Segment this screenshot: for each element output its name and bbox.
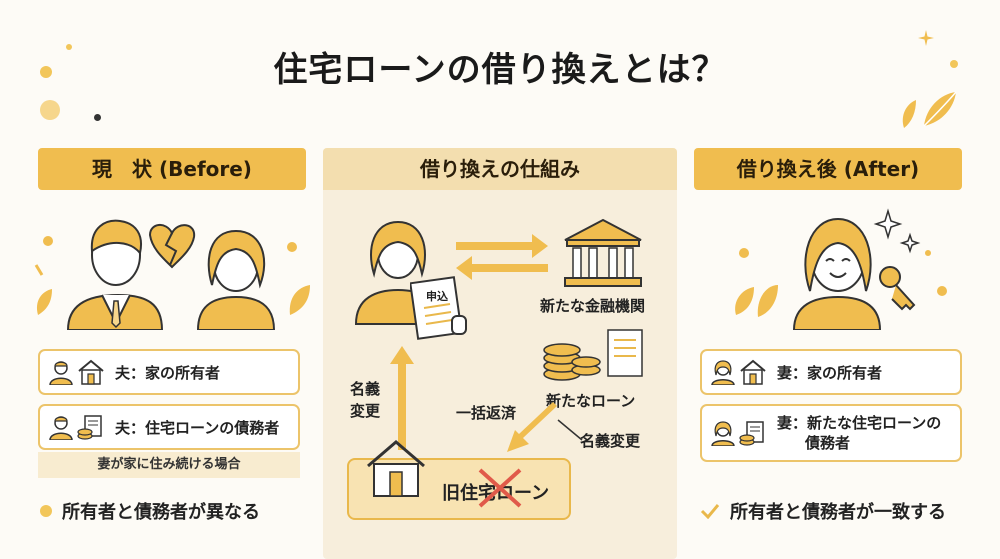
after-owner-text: 妻：家の所有者 — [777, 363, 883, 382]
exchange-arrows — [456, 234, 548, 280]
before-owner-text: 夫：家の所有者 — [115, 363, 221, 382]
after-debtor-text: 妻：新たな住宅ローンの 債務者 — [777, 413, 941, 453]
person-icon — [49, 416, 73, 440]
before-summary: 所有者と債務者が異なる — [40, 498, 260, 524]
application-document-icon — [410, 276, 467, 340]
before-debtor-row: 夫：住宅ローンの債務者 — [38, 404, 300, 450]
after-header: 借り換え後 (After) — [694, 148, 962, 190]
mechanism-header: 借り換えの仕組み — [323, 148, 677, 190]
decor-dot — [950, 60, 958, 68]
before-header: 現 状 (Before) — [38, 148, 306, 190]
document-coins-icon — [739, 421, 764, 446]
after-summary-text: 所有者と債務者が一致する — [730, 502, 946, 523]
application-label: 申込 — [426, 290, 448, 303]
house-icon — [78, 359, 104, 385]
leaf-icon — [902, 91, 957, 128]
sparkle-icon — [918, 30, 934, 46]
row-icons — [48, 414, 105, 440]
happy-woman-illustration — [735, 208, 947, 330]
before-summary-text: 所有者と債務者が異なる — [62, 502, 260, 523]
decor-dot — [40, 66, 52, 78]
person-icon — [49, 361, 73, 385]
decor-dot — [66, 44, 72, 50]
name-change-right: 名義変更 — [580, 432, 641, 450]
bullet-dot-icon — [40, 505, 52, 517]
woman-icon — [711, 421, 735, 446]
house-icon — [367, 440, 425, 497]
bank-icon — [564, 218, 642, 287]
row-icons — [710, 359, 767, 385]
name-change-left-1: 名義 — [350, 380, 381, 398]
up-arrow — [390, 346, 414, 450]
decor-dot — [40, 100, 60, 120]
after-debtor-row: 妻：新たな住宅ローンの 債務者 — [700, 404, 962, 462]
row-icons — [710, 420, 767, 446]
row-icons — [48, 359, 105, 385]
page-title: 住宅ローンの借り換えとは？ — [273, 50, 727, 90]
diagonal-arrow — [507, 402, 557, 452]
name-change-left-2: 変更 — [350, 402, 381, 420]
decor-dot — [94, 114, 101, 121]
document-coins-icon — [77, 415, 102, 440]
woman-icon — [711, 360, 735, 385]
coins-document-icon — [543, 329, 643, 381]
connector-line — [557, 419, 583, 441]
after-debtor-line-1: 妻：新たな住宅ローンの — [777, 414, 942, 432]
cross-mark-icon — [478, 468, 522, 508]
checkmark-icon — [700, 504, 720, 519]
after-debtor-line-2: 債務者 — [805, 434, 851, 452]
bank-label: 新たな金融機関 — [540, 297, 646, 315]
after-owner-row: 妻：家の所有者 — [700, 349, 962, 395]
after-summary: 所有者と債務者が一致する — [700, 498, 946, 524]
before-note: 妻が家に住み続ける場合 — [38, 452, 300, 478]
before-debtor-text: 夫：住宅ローンの債務者 — [115, 418, 280, 437]
lump-sum-label: 一括返済 — [456, 404, 517, 422]
before-owner-row: 夫：家の所有者 — [38, 349, 300, 395]
new-loan-label: 新たなローン — [546, 392, 636, 410]
couple-illustration — [34, 219, 310, 330]
house-icon — [740, 359, 766, 385]
